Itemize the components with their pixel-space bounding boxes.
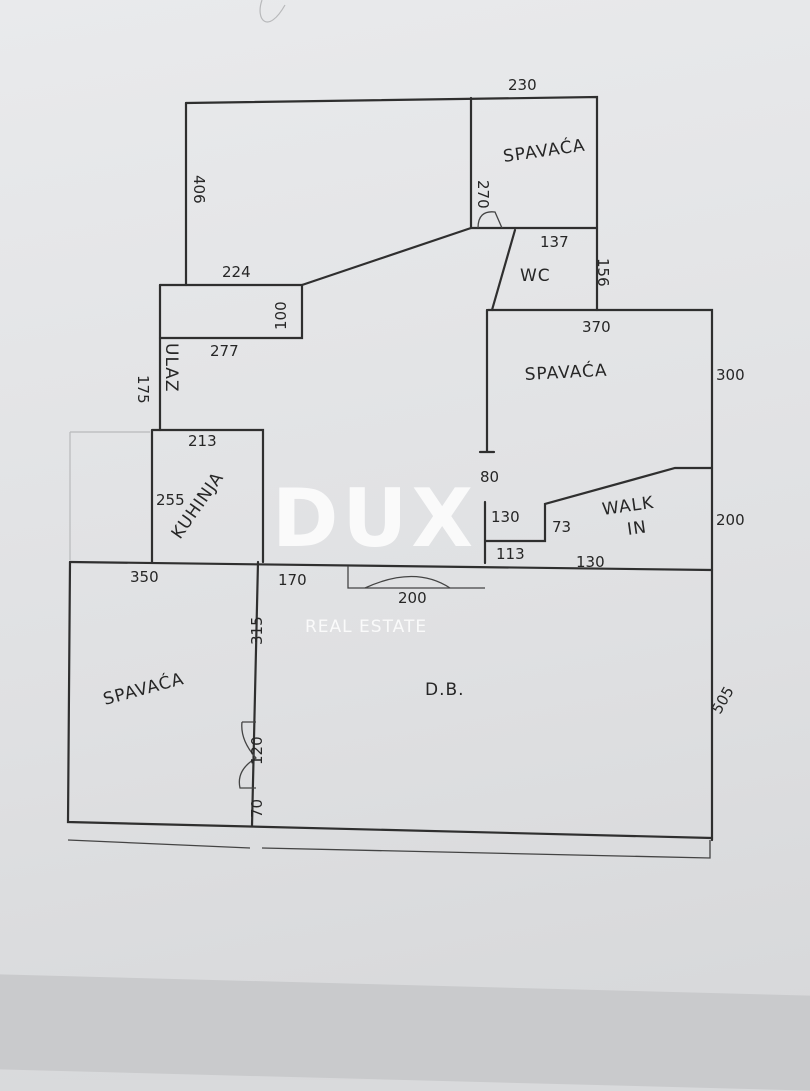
dim-label: 130 (491, 508, 520, 526)
wall-wc-diagonal (490, 228, 517, 312)
dim-label: 230 (508, 76, 537, 94)
room-label-bedroom-top: SPAVAĆA (502, 134, 587, 167)
door-swing-bottom (238, 721, 258, 789)
dim-label: 200 (716, 511, 745, 529)
wall-walk-in (483, 466, 714, 565)
wall-middle (68, 560, 714, 572)
wall-bedroom-bottom (250, 560, 260, 828)
dim-label: 370 (582, 318, 611, 336)
wall-partition (478, 308, 496, 454)
door-swing-top (477, 211, 503, 229)
room-label-bedroom-bottom: SPAVAĆA (101, 667, 187, 710)
wall-right (486, 308, 714, 842)
dim-label: 255 (156, 491, 185, 509)
room-label-bedroom-right: SPAVAĆA (524, 359, 608, 385)
wall-bottom (66, 560, 714, 840)
dim-label: 80 (480, 468, 499, 486)
watermark-tagline: REAL ESTATE (305, 617, 427, 637)
dim-label: 73 (552, 518, 571, 536)
room-label-wc: WC (520, 266, 551, 286)
dim-label: 120 (248, 736, 266, 765)
dim-label: 300 (716, 366, 745, 384)
dim-label: 315 (248, 616, 266, 645)
wall-step (158, 283, 304, 340)
wall-diagonal (300, 226, 473, 287)
dim-label: 350 (130, 568, 159, 586)
dim-label: 277 (210, 342, 239, 360)
room-label-entrance: ULAZ (161, 343, 181, 393)
wall-kitchen (150, 428, 265, 564)
walls (66, 95, 714, 859)
scribble-mark (259, 0, 286, 23)
room-label-walk-in-1: WALK (601, 493, 655, 520)
wall-top (184, 95, 599, 312)
dimension-labels: 230 270 406 224 100 137 156 370 300 277 … (130, 76, 745, 818)
watermark-logo: DUX REAL ESTATE (272, 472, 477, 637)
room-label-living: D.B. (425, 680, 465, 700)
dim-label: 156 (594, 258, 612, 287)
dim-label: 224 (222, 263, 251, 281)
dim-label: 137 (540, 233, 569, 251)
door-opening (347, 566, 485, 589)
dim-label: 200 (398, 589, 427, 607)
door-swing (364, 575, 451, 589)
dimension-line-bottom (67, 839, 711, 859)
dim-label: 130 (576, 553, 605, 571)
dim-label: 170 (278, 571, 307, 589)
dim-label: 213 (188, 432, 217, 450)
dim-label: 270 (474, 180, 492, 209)
dim-label: 70 (248, 799, 266, 818)
dim-label: 406 (190, 175, 208, 204)
room-label-walk-in-2: IN (626, 517, 648, 540)
dim-label: 175 (134, 375, 152, 404)
watermark-brand: DUX (272, 472, 477, 565)
faint-line (69, 431, 150, 560)
dim-label: 113 (496, 545, 525, 563)
dim-label: 100 (272, 301, 290, 330)
